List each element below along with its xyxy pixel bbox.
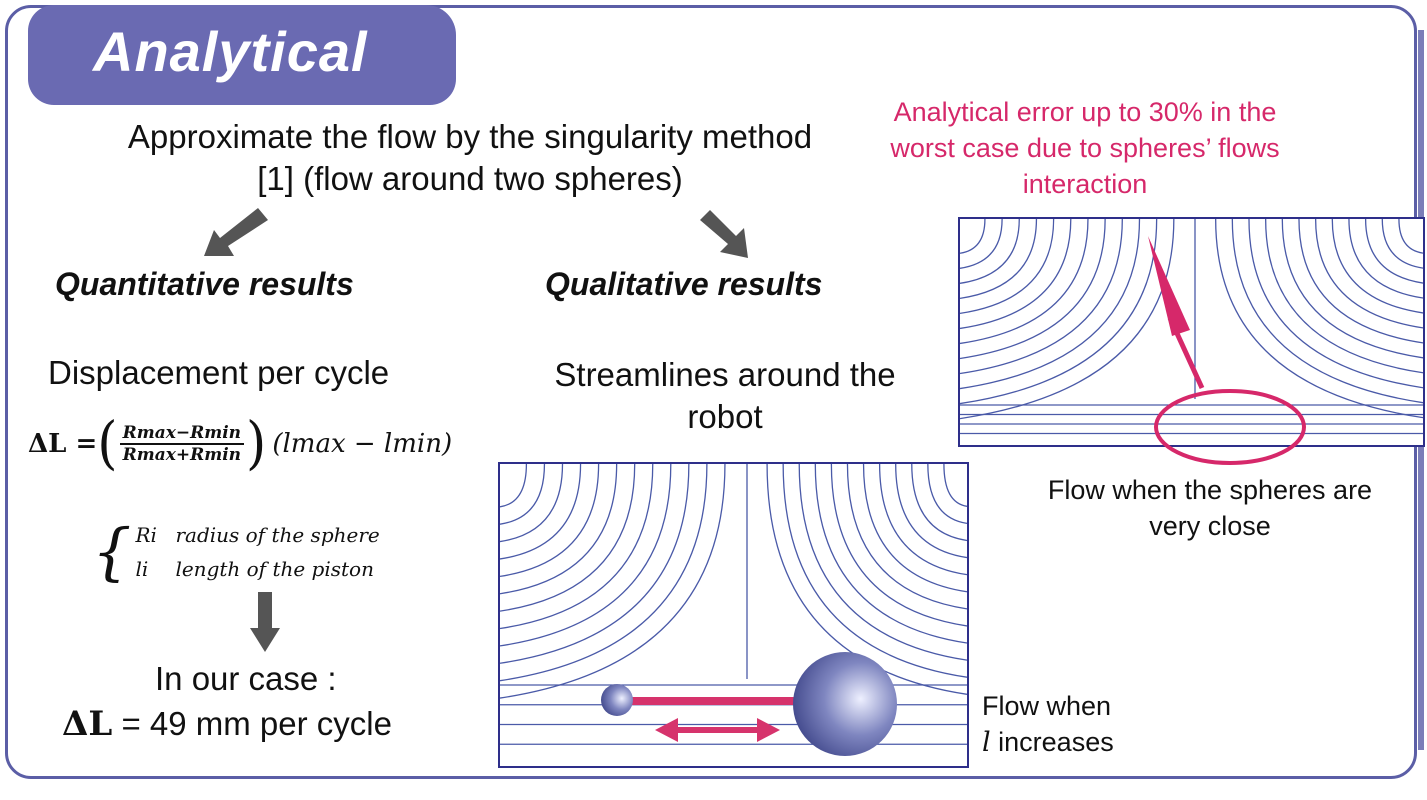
streamline: [1248, 219, 1423, 389]
streamline: [862, 464, 967, 593]
streamline: [960, 219, 1089, 345]
streamline: [960, 219, 1038, 300]
streamline: [1398, 219, 1423, 254]
error-note: Analytical error up to 30% in the worst …: [890, 97, 1280, 199]
streamline: [500, 464, 636, 612]
streamline: [782, 464, 967, 678]
robot-streamline-plot: [498, 462, 969, 768]
quantitative-heading: Quantitative results: [55, 266, 354, 302]
streamline: [960, 219, 1158, 405]
intro-text: Approximate the flow by the singularity …: [127, 118, 813, 197]
streamline: [1281, 219, 1423, 359]
increase-caption: Flow when l increases: [982, 691, 1114, 758]
streamline: [911, 464, 967, 542]
streamline: [895, 464, 967, 559]
streamline: [500, 464, 564, 543]
title-tab: Analytical: [28, 5, 456, 105]
streamline: [798, 464, 967, 661]
streamline: [1231, 219, 1423, 404]
streamline: [1364, 219, 1423, 284]
streamline: [500, 464, 726, 699]
qualitative-heading: Qualitative results: [545, 266, 823, 302]
down-left-arrow-icon: [204, 208, 268, 256]
streamline: [960, 219, 1003, 269]
streamline: [960, 219, 1072, 330]
streamline: [846, 464, 967, 610]
streamline: [943, 464, 967, 507]
streamline: [1264, 219, 1423, 374]
streamline: [500, 464, 672, 647]
slide-title: Analytical: [93, 20, 368, 83]
streamline: [960, 219, 1123, 375]
formula-numerator: Rmax−Rmin: [119, 423, 245, 445]
streamline: [500, 464, 654, 630]
streamline: [960, 219, 1106, 360]
streamline: [960, 219, 1141, 390]
streamlines-subheading: Streamlines around the robot: [554, 356, 896, 435]
result-line1: In our case :: [155, 660, 337, 697]
close-spheres-streamline-plot: [958, 217, 1425, 447]
displacement-subheading: Displacement per cycle: [48, 354, 390, 391]
result-line2: ΔL = 49 mm per cycle: [62, 704, 392, 744]
down-arrow-icon: [250, 592, 280, 652]
streamline: [814, 464, 967, 644]
streamline: [1331, 219, 1423, 314]
streamline: [927, 464, 967, 525]
streamline: [878, 464, 967, 576]
streamline: [500, 464, 708, 682]
streamline: [500, 464, 546, 525]
streamline: [1298, 219, 1423, 344]
streamline: [500, 464, 582, 560]
streamline: [500, 464, 690, 664]
streamline: [1314, 219, 1423, 329]
streamline: [500, 464, 600, 577]
streamline: [960, 219, 1020, 284]
streamline: [500, 464, 618, 595]
streamline: [1348, 219, 1423, 299]
streamline: [960, 219, 1055, 315]
streamline: [766, 464, 967, 695]
streamline: [1215, 219, 1423, 419]
streamline: [500, 464, 528, 508]
formula-denominator: Rmax+Rmin: [122, 445, 242, 465]
formula-rhs: (lmax − lmin): [272, 429, 453, 459]
close-spheres-caption: Flow when the spheres are very close: [1047, 475, 1373, 541]
streamline: [830, 464, 967, 627]
streamline: [960, 219, 986, 254]
formula-lhs: ΔL =: [28, 429, 98, 459]
streamline: [1381, 219, 1423, 269]
down-right-arrow-icon: [700, 210, 748, 258]
